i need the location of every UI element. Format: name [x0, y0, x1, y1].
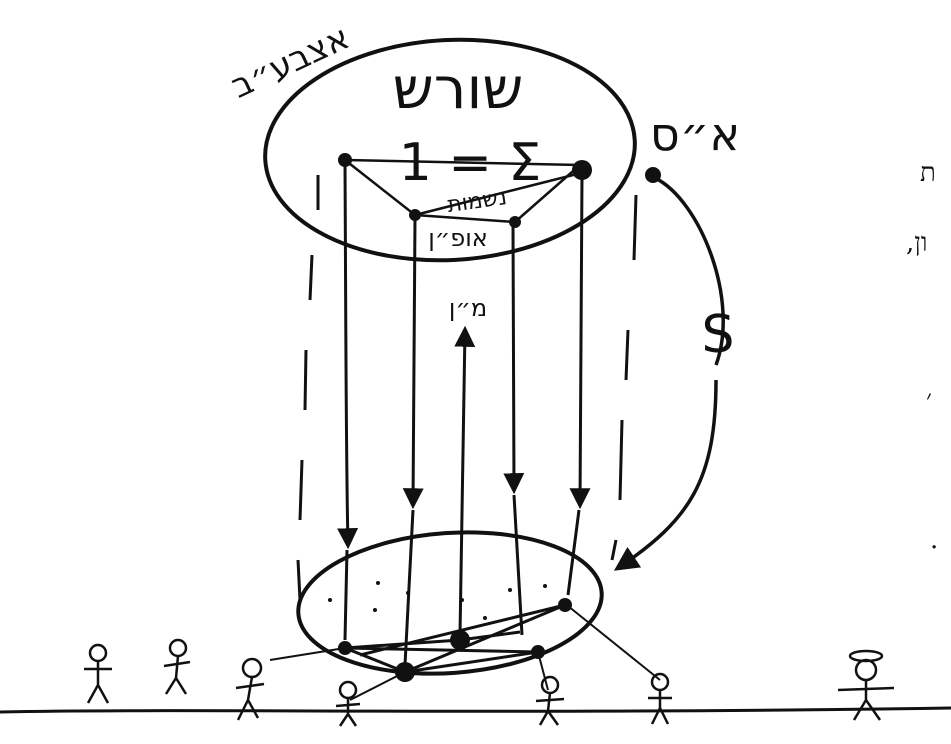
center-label: אופ״ן: [428, 224, 488, 252]
stick-figure: [536, 677, 564, 725]
top-node: [509, 216, 521, 228]
side-text-fragment-4: .: [930, 525, 938, 555]
stick-figures: [84, 640, 894, 726]
stick-figure: [336, 682, 360, 726]
up-arrow: [460, 330, 465, 635]
root-title: שורש: [393, 54, 524, 122]
side-text-fragment-1: ת: [920, 158, 936, 188]
stick-figure: [648, 674, 672, 724]
top-left-label: אצבע״ב: [225, 17, 356, 106]
top-right-label: א״ס: [650, 107, 740, 161]
side-text-fragment-2: ון,: [906, 228, 928, 258]
stick-figure: [164, 640, 190, 694]
ground-line: [0, 708, 951, 712]
side-text-fragment-3: ׳: [926, 385, 932, 415]
formula-label: 1 = Σ: [399, 133, 542, 193]
lower-ellipse-dots: [328, 581, 547, 620]
stick-figure: [84, 645, 112, 703]
curve-label: S: [701, 305, 734, 365]
bottom-node: [558, 598, 572, 612]
up-arrow-label: מ״ן: [449, 294, 487, 322]
